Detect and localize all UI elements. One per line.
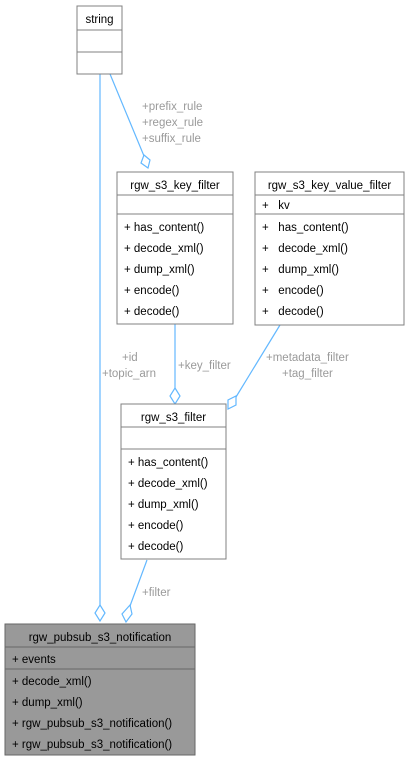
edge-label-topic-arn: +topic_arn [102, 368, 156, 380]
edge-label-prefix-rule: +prefix_rule [142, 101, 202, 113]
edge-label-metadata-filter: +metadata_filter [266, 352, 349, 364]
key-value-filter-op-decode: + decode() [262, 306, 324, 318]
key-value-filter-attr-kv: + kv [262, 200, 290, 212]
edge-string-to-key-filter [109, 73, 145, 157]
class-notification-name: rgw_pubsub_s3_notification [29, 632, 172, 644]
edge-label-id: +id [122, 352, 138, 364]
class-rgw-s3-key-value-filter[interactable]: rgw_s3_key_value_filter + kv + has_conte… [254, 171, 405, 326]
class-key-filter-name: rgw_s3_key_filter [130, 180, 220, 192]
filter-op-decode-xml: + decode_xml() [128, 478, 208, 490]
key-value-filter-op-decode-xml: + decode_xml() [262, 243, 348, 255]
edge-label-key-filter: +key_filter [178, 360, 231, 372]
notification-op-ctor-2: + rgw_pubsub_s3_notification() [12, 739, 172, 751]
notification-attr-events: + events [12, 654, 56, 666]
edge-labels: +prefix_rule +regex_rule +suffix_rule +i… [102, 101, 349, 599]
edge-label-tag-filter: +tag_filter [282, 368, 333, 380]
class-rgw-s3-filter[interactable]: rgw_s3_filter + has_content() + decode_x… [120, 403, 227, 560]
key-filter-op-decode: + decode() [124, 306, 179, 318]
class-string[interactable]: string [76, 5, 123, 75]
edge-label-regex-rule: +regex_rule [142, 117, 203, 129]
edge-key-value-filter-to-filter [235, 324, 281, 398]
notification-op-decode-xml: + decode_xml() [12, 676, 92, 688]
edge-filter-to-notification [129, 559, 148, 607]
diamond-notification-filter-icon [121, 603, 133, 624]
diamond-filter-kv-icon [227, 395, 237, 410]
class-rgw-s3-key-filter[interactable]: rgw_s3_key_filter + has_content() + deco… [116, 171, 234, 325]
diamond-notification-string-icon [94, 603, 106, 623]
filter-op-has-content: + has_content() [128, 457, 208, 469]
aggregation-diamonds [94, 153, 237, 624]
key-filter-op-dump-xml: + dump_xml() [124, 264, 195, 276]
filter-op-encode: + encode() [128, 520, 183, 532]
class-key-value-filter-name: rgw_s3_key_value_filter [268, 180, 392, 192]
key-value-filter-op-encode: + encode() [262, 285, 324, 297]
diamond-filter-key-icon [169, 386, 181, 406]
key-value-filter-op-dump-xml: + dump_xml() [262, 264, 339, 276]
edges [99, 73, 281, 607]
filter-op-dump-xml: + dump_xml() [128, 499, 199, 511]
class-string-name: string [85, 14, 113, 26]
notification-op-dump-xml: + dump_xml() [12, 697, 83, 709]
key-value-filter-op-has-content: + has_content() [262, 222, 349, 234]
edge-label-suffix-rule: +suffix_rule [142, 133, 201, 145]
key-filter-op-has-content: + has_content() [124, 222, 204, 234]
edge-label-filter: +filter [142, 587, 171, 599]
class-rgw-pubsub-s3-notification[interactable]: rgw_pubsub_s3_notification + events + de… [4, 623, 196, 756]
key-filter-op-decode-xml: + decode_xml() [124, 243, 204, 255]
notification-op-ctor-1: + rgw_pubsub_s3_notification() [12, 718, 172, 730]
diamond-key-filter-icon [140, 153, 151, 170]
filter-op-decode: + decode() [128, 541, 183, 553]
key-filter-op-encode: + encode() [124, 285, 179, 297]
class-filter-name: rgw_s3_filter [141, 412, 206, 424]
